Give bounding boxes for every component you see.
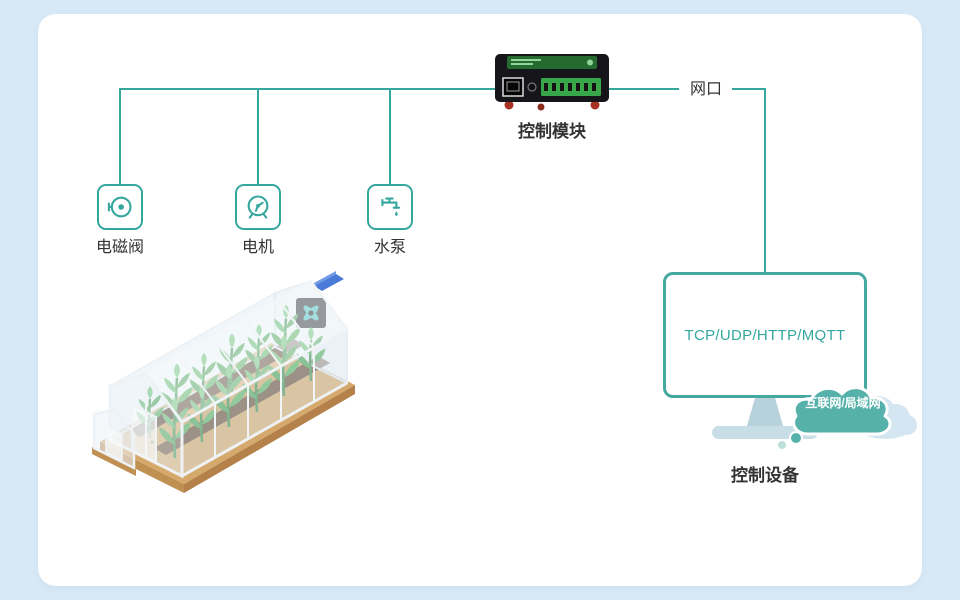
connector-to-valve [119, 88, 121, 184]
network-cloud [778, 386, 917, 449]
actuator-pump-label: 水泵 [373, 239, 406, 256]
solenoid-valve-icon [107, 196, 132, 218]
controller-label: 控制模块 [518, 122, 586, 141]
actuator-motor-label: 电机 [241, 239, 274, 256]
control-device-label: 控制设备 [731, 466, 799, 485]
connector-to-motor [257, 88, 259, 184]
actuator-valve-label: 电磁阀 [95, 239, 144, 256]
cloud-label: 互联网/局域网 [805, 396, 881, 410]
controller-module-device [495, 54, 609, 111]
port-label: 网口 [689, 81, 722, 98]
actuator-valve [97, 184, 143, 230]
roof-panel [314, 274, 344, 291]
actuator-pump [367, 184, 413, 230]
vestibule-door [105, 424, 123, 462]
monitor-screen-text: TCP/UDP/HTTP/MQTT [684, 326, 846, 344]
connector-port-horizontal [732, 88, 766, 90]
actuator-motor [235, 184, 281, 230]
monitor: TCP/UDP/HTTP/MQTT [663, 272, 867, 398]
connector-to-pump [389, 88, 391, 184]
connector-main-horizontal [119, 88, 679, 90]
motor-icon [247, 195, 269, 219]
connector-to-monitor [764, 88, 766, 274]
water-pump-icon [381, 197, 401, 216]
greenhouse-illustration [92, 271, 355, 493]
